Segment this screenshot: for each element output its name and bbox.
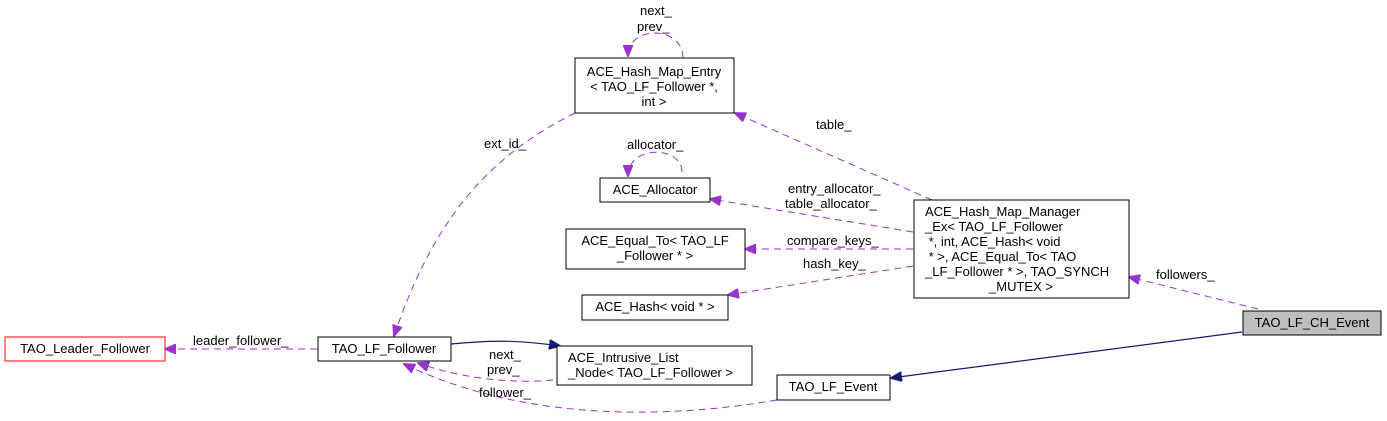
node-list-node-line-1: ACE_Intrusive_List: [568, 350, 679, 365]
node-hash[interactable]: ACE_Hash< void * >: [581, 294, 729, 321]
edge-allocator-self-loop: [628, 151, 683, 176]
node-manager-line-4: * >, ACE_Equal_To< TAO: [925, 249, 1076, 264]
edge-label-list-prev: prev_: [487, 362, 520, 377]
edge-label-entry-allocator: entry_allocator_: [788, 181, 881, 196]
node-lf-event-label: TAO_LF_Event: [789, 379, 878, 394]
node-lf-event[interactable]: TAO_LF_Event: [776, 374, 891, 401]
node-allocator[interactable]: ACE_Allocator: [599, 177, 711, 203]
edge-inherit-lf-event: [891, 331, 1243, 378]
node-hash-map-entry-line-3: int >: [642, 94, 667, 109]
node-ch-event[interactable]: TAO_LF_CH_Event: [1242, 310, 1382, 336]
node-allocator-label: ACE_Allocator: [613, 182, 698, 197]
node-intrusive-list-node[interactable]: ACE_Intrusive_List _Node< TAO_LF_Followe…: [556, 345, 753, 386]
edge-entry-self-loop: [628, 32, 684, 59]
node-manager-line-5: _LF_Follower * >, TAO_SYNCH: [924, 264, 1109, 279]
node-equal-to-line-1: ACE_Equal_To< TAO_LF: [581, 233, 728, 248]
node-manager-line-6: _MUTEX >: [988, 279, 1053, 294]
node-equal-to-line-2: _Follower * >: [616, 248, 693, 263]
edge-follower: [404, 364, 778, 413]
edge-label-entry-next: next_: [640, 3, 673, 18]
edge-hash-key: [728, 265, 914, 295]
edge-label-followers: followers_: [1156, 267, 1215, 282]
edge-label-compare-keys: compare_keys_: [787, 233, 880, 248]
node-hash-map-entry-line-1: ACE_Hash_Map_Entry: [587, 64, 722, 79]
node-leader-follower[interactable]: TAO_Leader_Follower: [4, 336, 166, 362]
node-hash-map-manager[interactable]: ACE_Hash_Map_Manager _Ex< TAO_LF_Followe…: [913, 199, 1130, 299]
edge-label-table-allocator: table_allocator_: [785, 196, 878, 211]
edge-label-leader-follower: leader_follower_: [193, 333, 289, 348]
node-manager-line-2: _Ex< TAO_LF_Follower: [924, 219, 1064, 234]
edge-label-hash-key: hash_key_: [803, 256, 867, 271]
node-hash-map-entry[interactable]: ACE_Hash_Map_Entry < TAO_LF_Follower *, …: [574, 57, 735, 114]
node-list-node-line-2: _Node< TAO_LF_Follower >: [567, 365, 733, 380]
node-manager-line-1: ACE_Hash_Map_Manager: [925, 204, 1081, 219]
edge-followers: [1129, 277, 1259, 310]
node-leader-follower-label: TAO_Leader_Follower: [20, 341, 150, 356]
node-hash-map-entry-line-2: < TAO_LF_Follower *,: [590, 79, 718, 94]
edge-allocators: [710, 199, 914, 233]
edge-label-allocator: allocator_: [627, 137, 684, 152]
edge-inherit-list-node: [450, 341, 560, 346]
node-equal-to[interactable]: ACE_Equal_To< TAO_LF _Follower * >: [565, 228, 746, 270]
node-manager-line-3: *, int, ACE_Hash< void: [925, 234, 1061, 249]
edge-list-node-links: [418, 363, 554, 382]
edge-label-list-next: next_: [489, 347, 522, 362]
edge-label-ext-id: ext_id_: [484, 136, 527, 151]
node-ch-event-label: TAO_LF_CH_Event: [1255, 315, 1370, 330]
node-hash-label: ACE_Hash< void * >: [595, 299, 714, 314]
edge-ext-id: [394, 112, 576, 336]
edge-label-follower: follower_: [479, 385, 532, 400]
edge-label-table: table_: [816, 117, 852, 132]
node-lf-follower[interactable]: TAO_LF_Follower: [317, 336, 452, 362]
node-lf-follower-label: TAO_LF_Follower: [332, 341, 437, 356]
edge-label-entry-prev: prev_: [637, 19, 670, 34]
